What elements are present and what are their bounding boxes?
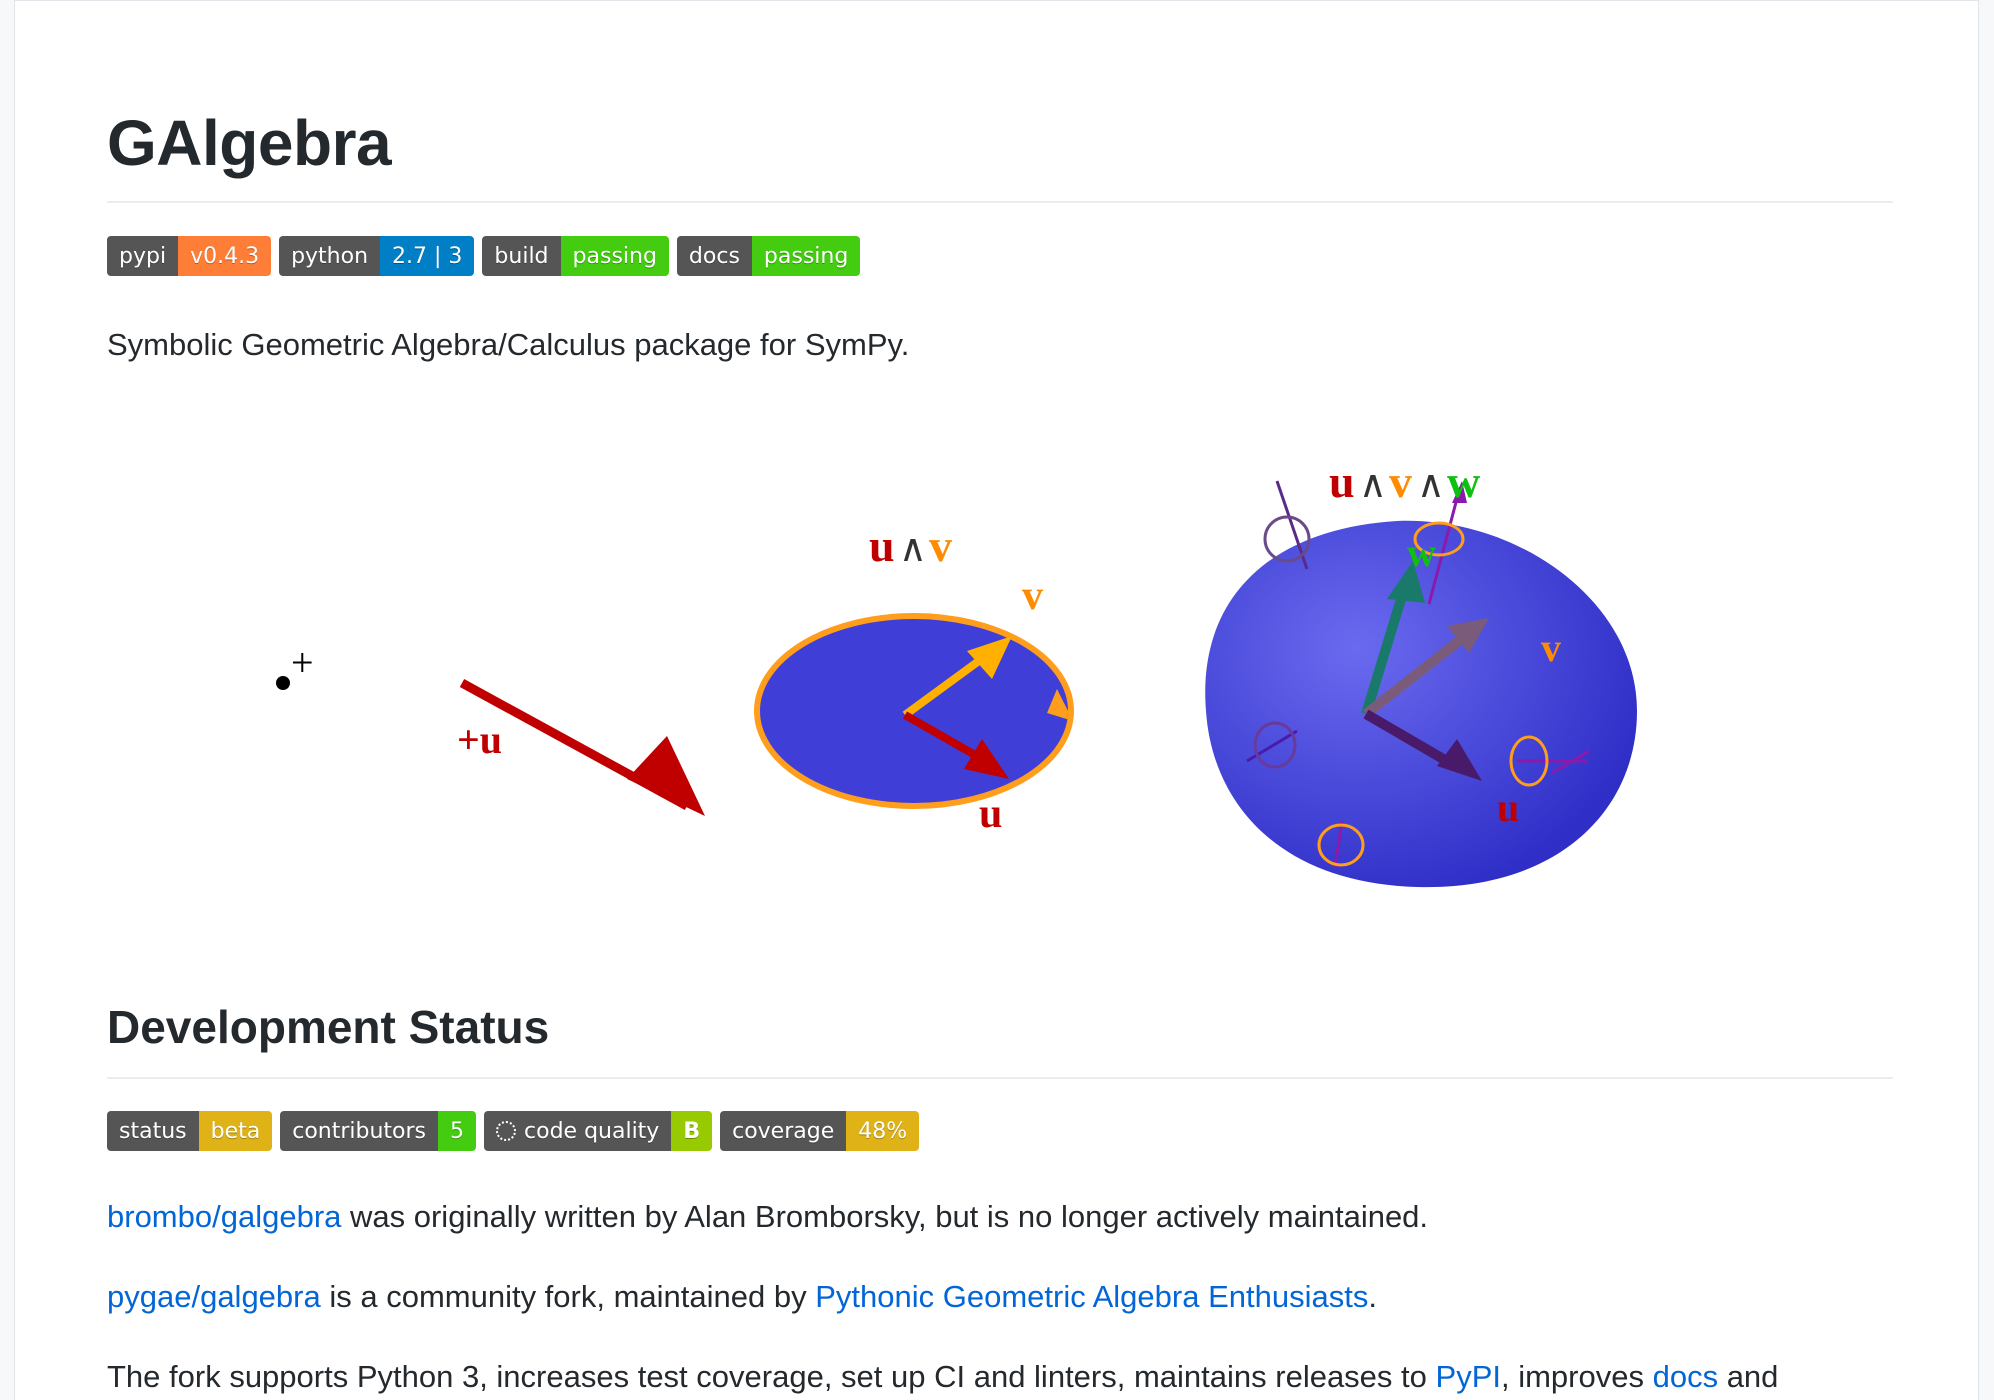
docs-link[interactable]: docs — [1652, 1359, 1719, 1394]
bivector-u-label: u — [979, 791, 1002, 837]
geometric-algebra-figure: + +u u ∧ v v u — [276, 456, 1637, 888]
svg-text:∧: ∧ — [1359, 464, 1387, 506]
page-title: GAlgebra — [107, 107, 392, 179]
package-description: Symbolic Geometric Algebra/Calculus pack… — [107, 327, 910, 362]
spinner-icon — [496, 1121, 517, 1141]
title-divider — [107, 201, 1893, 203]
section-divider — [107, 1077, 1893, 1079]
vector-u-arrow — [459, 679, 705, 816]
paragraph-original-author: brombo/galgebra was originally written b… — [107, 1199, 1429, 1234]
section-title: Development Status — [107, 1001, 550, 1053]
svg-text:u: u — [869, 520, 895, 571]
pypi-link[interactable]: PyPI — [1435, 1359, 1501, 1394]
svg-text:∧: ∧ — [1417, 464, 1445, 506]
svg-text:u: u — [1329, 456, 1355, 507]
point-plus-label: + — [291, 640, 314, 685]
vector-u-label: +u — [457, 717, 502, 762]
paragraph-fork: pygae/galgebra is a community fork, main… — [107, 1279, 1377, 1314]
svg-text:v: v — [929, 520, 952, 571]
trivector-u-label: u — [1497, 785, 1519, 830]
trivector-v-label: v — [1541, 625, 1561, 670]
trivector-label: u ∧ v ∧ w — [1329, 456, 1480, 507]
point-dot — [276, 676, 290, 690]
trivector-w-label: w — [1407, 530, 1436, 575]
svg-text:w: w — [1447, 456, 1480, 507]
svg-text:v: v — [1389, 456, 1412, 507]
pygae-galgebra-link[interactable]: pygae/galgebra — [107, 1279, 321, 1314]
bivector-v-label: v — [1022, 573, 1043, 619]
brombo-galgebra-link[interactable]: brombo/galgebra — [107, 1199, 342, 1234]
svg-text:∧: ∧ — [899, 528, 927, 570]
bivector-plane — [754, 613, 1074, 809]
bivector-label: u ∧ v — [869, 520, 952, 571]
paragraph-fork-features: The fork supports Python 3, increases te… — [107, 1359, 1779, 1394]
trivector-volume — [1205, 480, 1637, 888]
pygae-org-link[interactable]: Pythonic Geometric Algebra Enthusiasts — [815, 1279, 1369, 1314]
